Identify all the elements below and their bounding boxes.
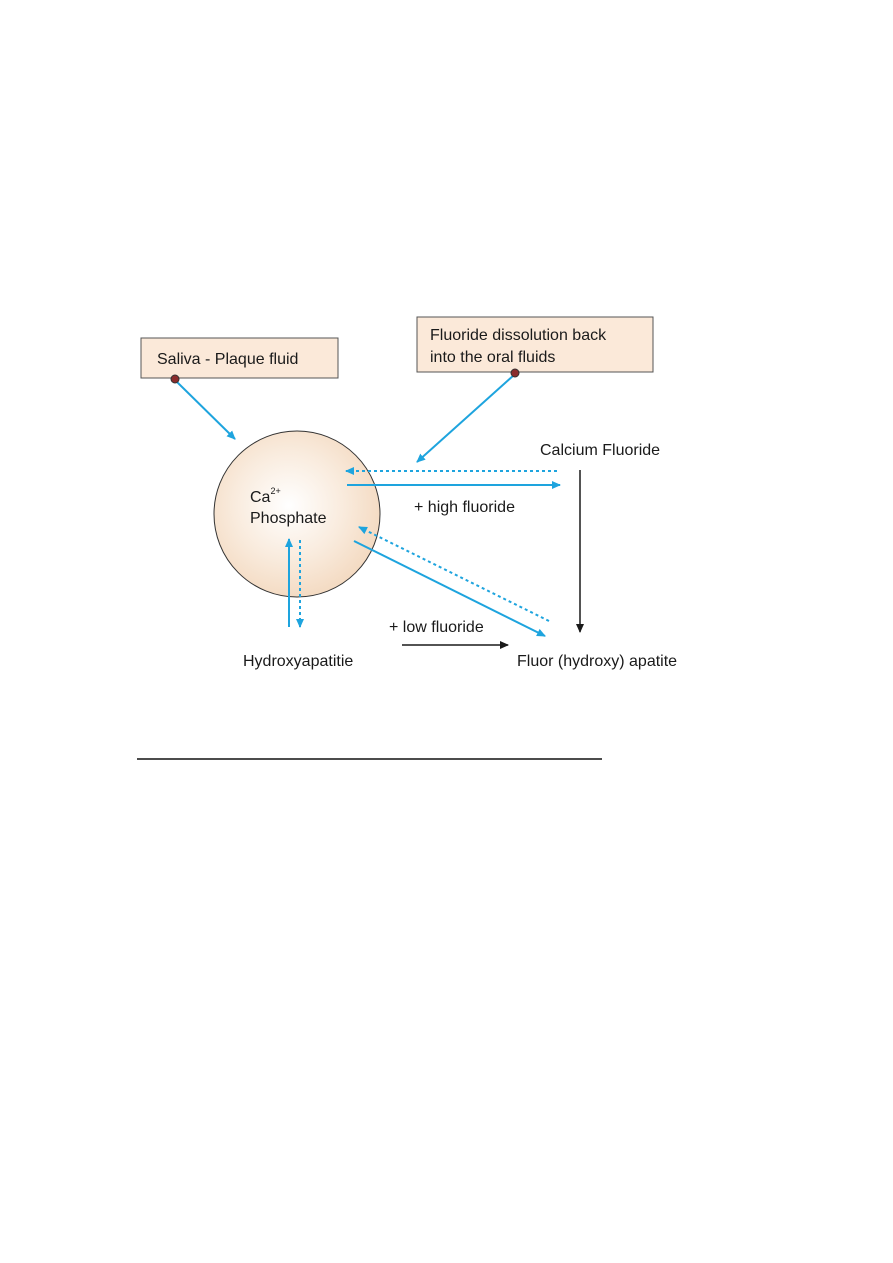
dissolution-label-line2: into the oral fluids [430,349,555,366]
arrow-saliva-to-circle [175,380,236,440]
hydroxyapatite-label: Hydroxyapatitie [243,653,353,670]
calcium-fluoride-label: Calcium Fluoride [540,442,660,459]
circle-phosphate-label: Phosphate [250,510,327,527]
saliva-box: Saliva - Plaque fluid [140,337,339,379]
phosphate-circle [213,430,381,598]
fluor-apatite-label: Fluor (hydroxy) apatite [517,653,677,670]
saliva-label: Saliva - Plaque fluid [157,351,298,368]
arrow-dissolution-to-flow [416,374,515,463]
dissolution-pin [510,368,520,378]
low-fluoride-label: + low fluoride [389,619,484,636]
circle-ion: Ca2+ [250,486,281,506]
dissolution-box: Fluoride dissolution back into the oral … [416,316,654,373]
high-fluoride-label: + high fluoride [414,499,515,516]
arrow-circle-to-fluorapatite [353,540,546,637]
saliva-pin [170,374,180,384]
arrow-fluorapatite-to-circle [358,526,550,622]
dissolution-label-line1: Fluoride dissolution back [430,327,607,344]
